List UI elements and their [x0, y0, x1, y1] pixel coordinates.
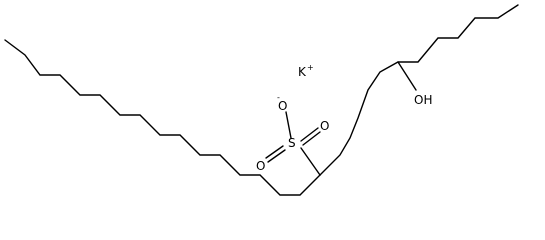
chain-left-bonds	[4, 39, 321, 196]
potassium-ion: K +	[298, 63, 314, 79]
sulfur-atom-label: S	[288, 136, 296, 150]
bond-s-o-right-b	[302, 131, 321, 146]
oxygen-lower-label: O	[256, 159, 265, 173]
alkyl-chain-right: OH	[319, 4, 519, 176]
bond-c-oh	[397, 61, 417, 91]
bond-s-o-lower-a	[265, 145, 284, 159]
bond-c-s	[300, 147, 321, 176]
bond-s-o-lower-b	[267, 149, 286, 163]
molecule-drawing: S O - O O OH K +	[4, 4, 519, 196]
structure-canvas: S O - O O OH K +	[4, 4, 519, 196]
potassium-charge: +	[307, 63, 314, 72]
potassium-label: K	[298, 65, 307, 79]
oxygen-anion-label: O	[278, 99, 287, 113]
oxygen-right-label: O	[320, 119, 329, 133]
bond-s-o-upper	[285, 111, 292, 139]
bond-s-o-right-a	[300, 127, 319, 142]
oxygen-anion-charge: -	[277, 93, 280, 102]
sulfonate-group: S O - O O	[256, 93, 329, 176]
hydroxyl-label: OH	[414, 93, 432, 107]
chain-right-bonds	[319, 4, 519, 176]
alkyl-chain-left	[4, 39, 321, 196]
